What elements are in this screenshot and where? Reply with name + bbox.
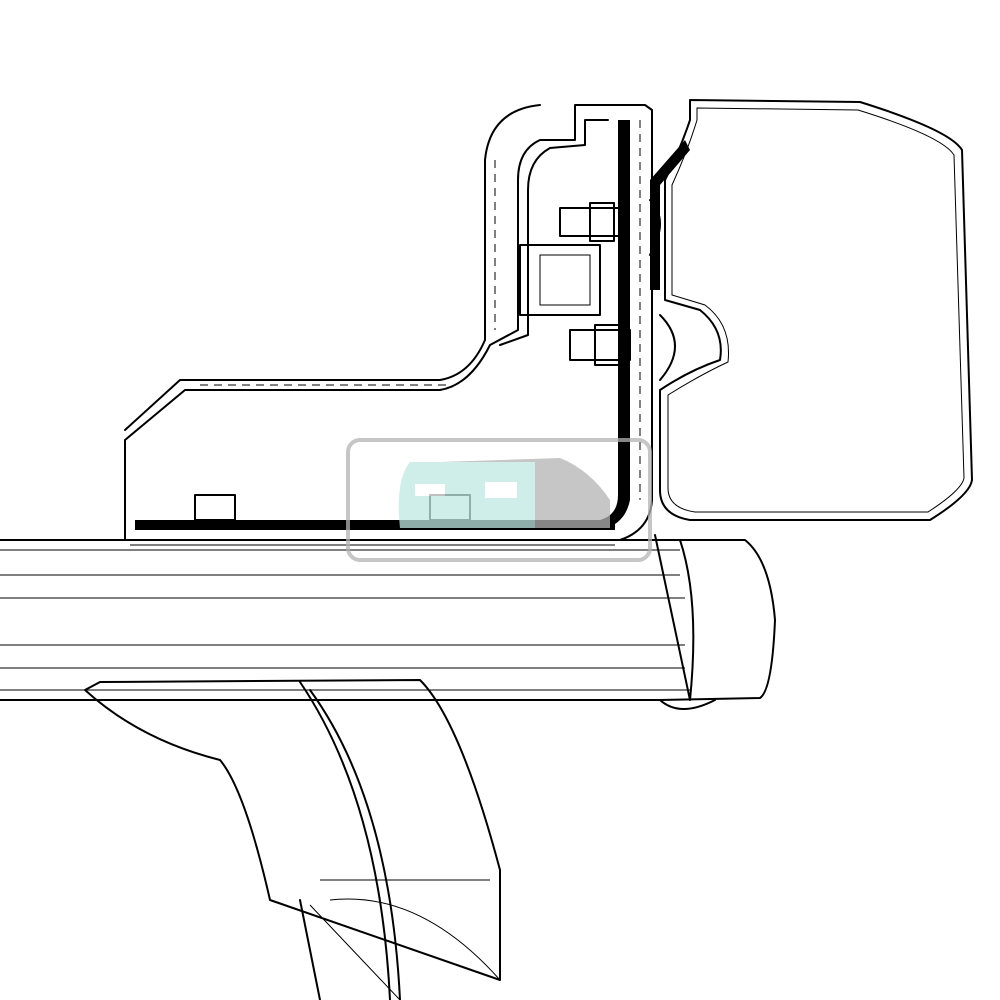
adapter-bracket (124, 104, 653, 546)
watermark-logo (346, 438, 652, 562)
awning-cassette (650, 99, 973, 521)
roof-rack-bar (0, 534, 776, 710)
roof-rack-foot (84, 679, 501, 1000)
